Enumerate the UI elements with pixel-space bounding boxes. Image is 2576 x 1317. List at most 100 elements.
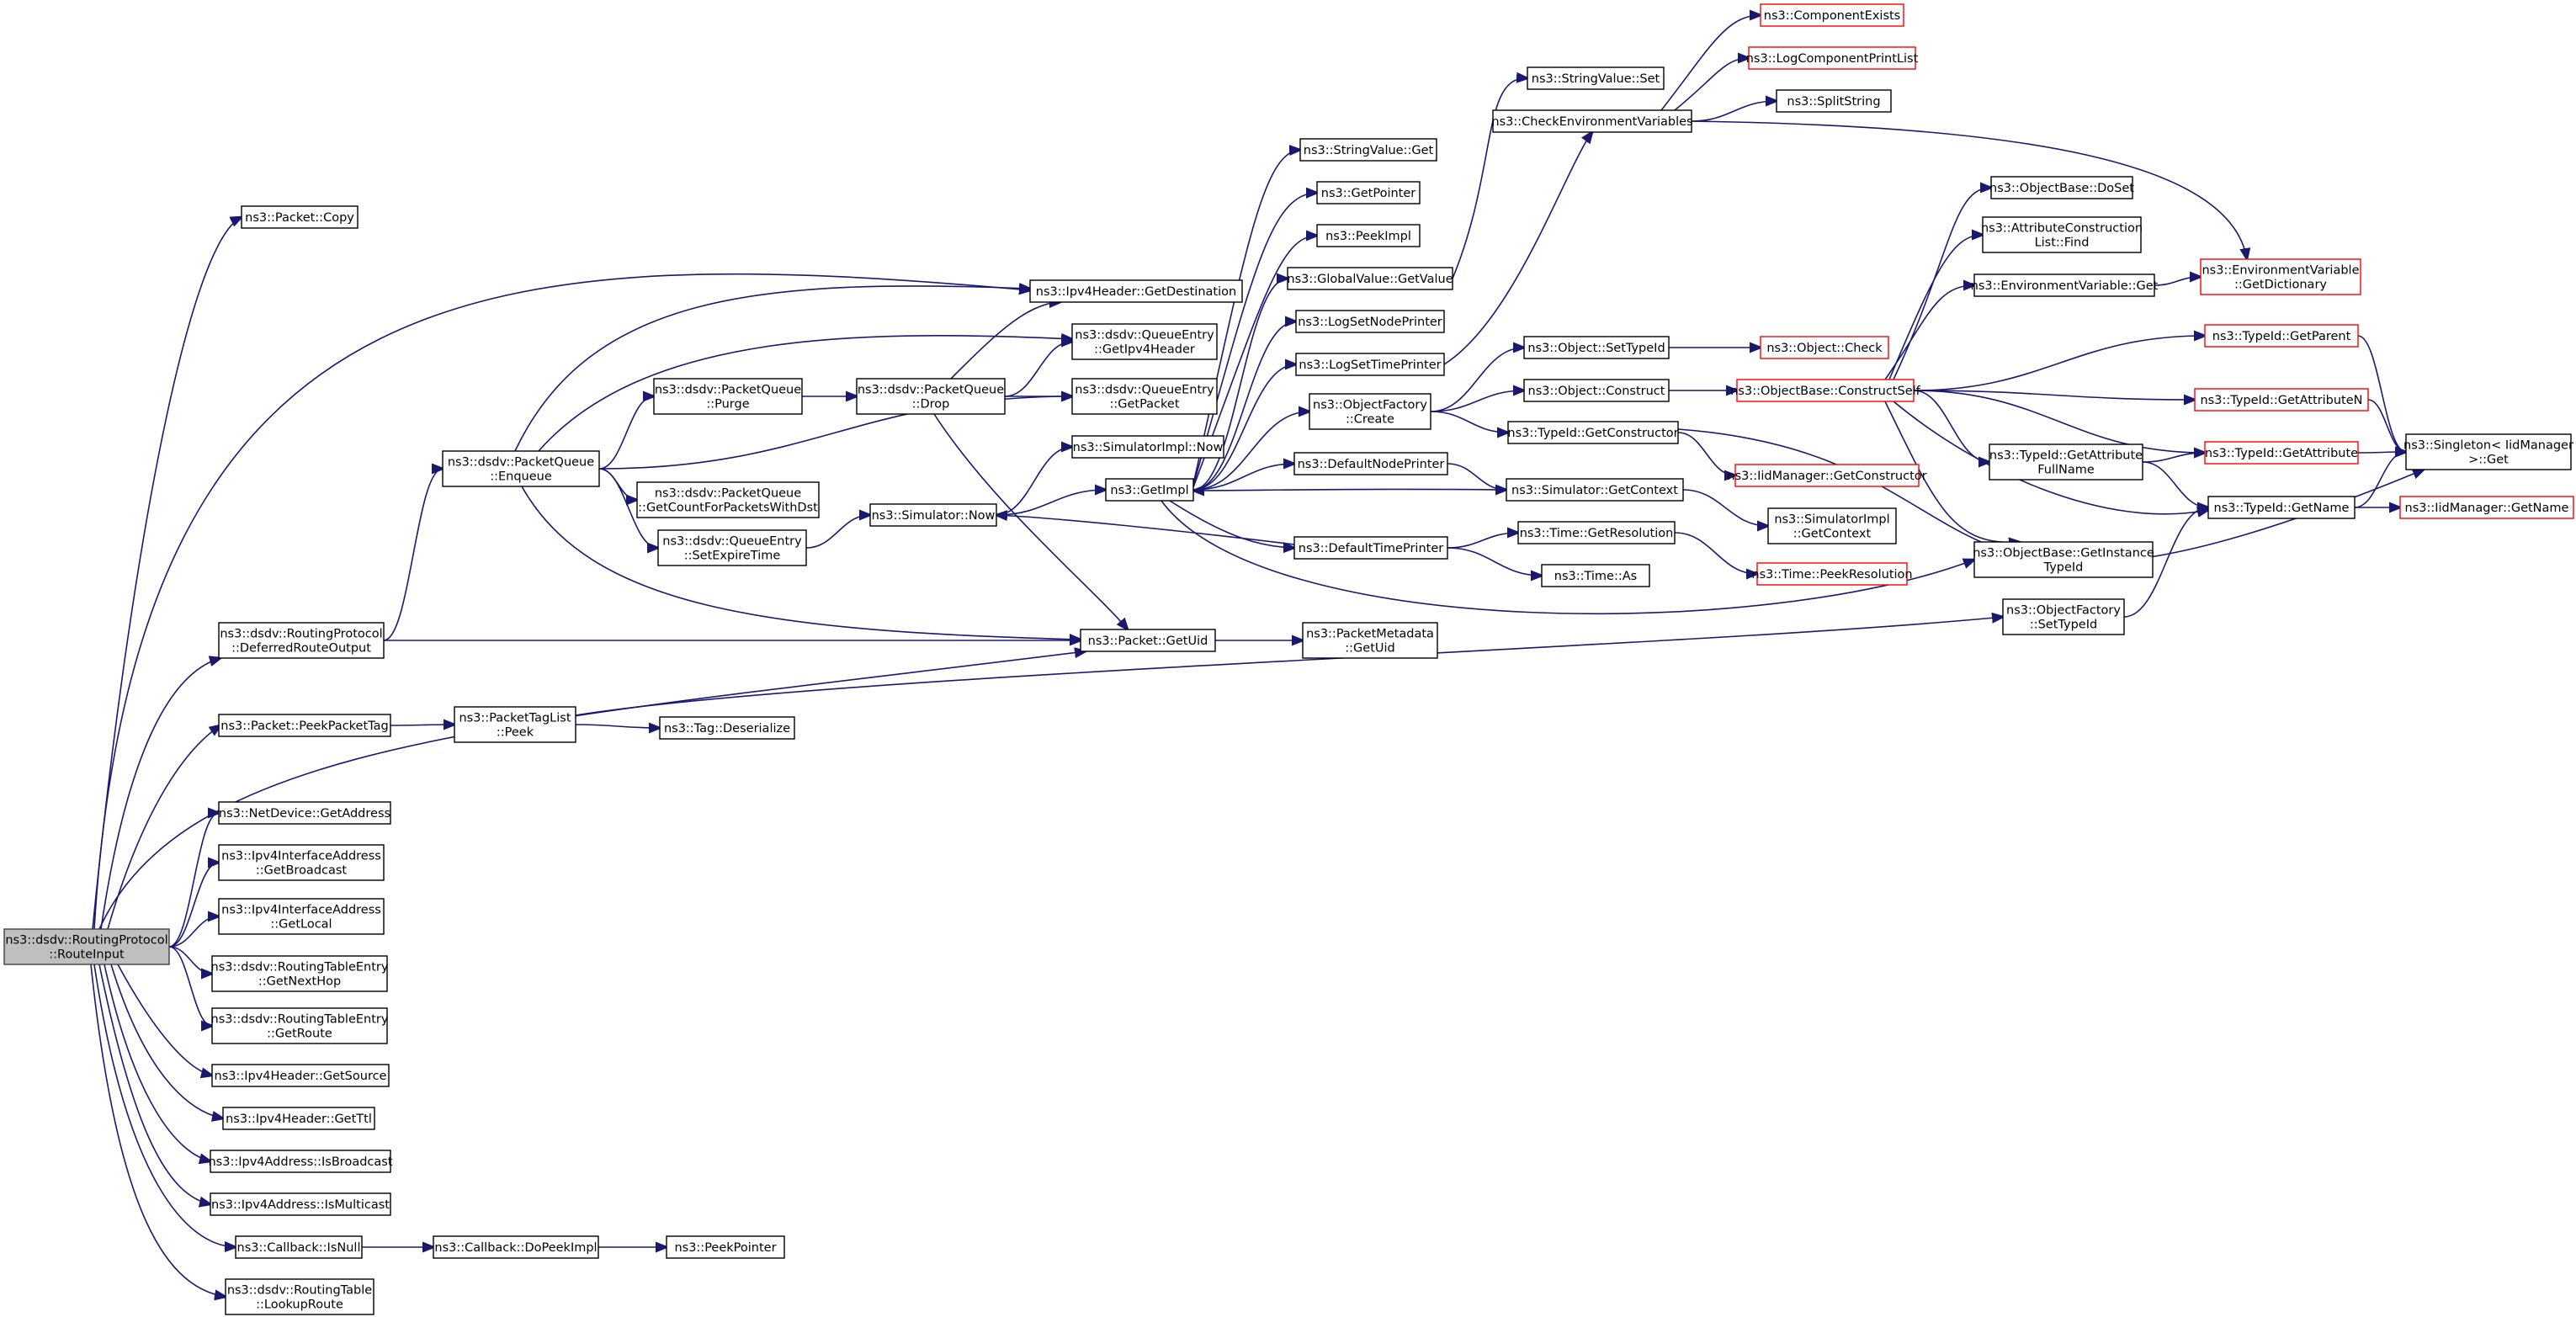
node-label: ns3::Object::Check xyxy=(1766,342,1883,355)
call-edge xyxy=(521,486,1081,640)
function-node[interactable]: ns3::Ipv4InterfaceAddress::GetLocal xyxy=(218,898,385,935)
function-node[interactable]: ns3::Packet::PeekPacketTag xyxy=(218,714,391,737)
function-node[interactable]: ns3::Simulator::Now xyxy=(869,503,997,527)
node-label: ns3::dsdv::RoutingTableEntry xyxy=(211,961,389,974)
root-node[interactable]: ns3::dsdv::RoutingProtocol::RouteInput xyxy=(3,928,170,965)
function-node[interactable]: ns3::dsdv::RoutingTable::LookupRoute xyxy=(225,1278,374,1315)
function-node[interactable]: ns3::Time::GetResolution xyxy=(1517,521,1676,544)
function-node[interactable]: ns3::dsdv::RoutingProtocol::DeferredRout… xyxy=(218,622,385,659)
function-node[interactable]: ns3::Object::Check xyxy=(1760,336,1889,359)
call-edge-group xyxy=(1192,412,1309,491)
function-node[interactable]: ns3::Singleton< IidManager>::Get xyxy=(2403,433,2573,470)
function-node[interactable]: ns3::ObjectBase::DoSet xyxy=(1989,176,2134,199)
node-label: ns3::dsdv::QueueEntry xyxy=(662,535,802,549)
function-node[interactable]: ns3::dsdv::QueueEntry::SetExpireTime xyxy=(657,529,807,566)
node-box xyxy=(210,1192,391,1216)
node-label: ::GetUid xyxy=(1345,642,1394,656)
function-node[interactable]: ns3::EnvironmentVariable::GetDictionary xyxy=(2200,258,2361,295)
function-node[interactable]: ns3::dsdv::PacketQueue::Drop xyxy=(856,378,1006,415)
function-node[interactable]: ns3::Object::SetTypeId xyxy=(1523,336,1670,359)
function-node[interactable]: ns3::dsdv::PacketQueue::GetCountForPacke… xyxy=(636,481,820,518)
function-node[interactable]: ns3::TypeId::GetName xyxy=(2207,496,2356,519)
function-node[interactable]: ns3::Time::As xyxy=(1541,564,1650,587)
call-edge-group xyxy=(98,651,1086,930)
function-node[interactable]: ns3::dsdv::PacketQueue::Purge xyxy=(653,378,803,415)
function-node[interactable]: ns3::Ipv4Address::IsBroadcast xyxy=(208,1150,393,1173)
function-node[interactable]: ns3::Time::PeekResolution xyxy=(1751,562,1913,586)
call-edge-group xyxy=(575,617,2003,716)
call-edge-group xyxy=(1430,348,1524,412)
node-box xyxy=(218,714,391,737)
function-node[interactable]: ns3::StringValue::Get xyxy=(1299,138,1437,162)
function-node[interactable]: ns3::dsdv::RoutingTableEntry::GetNextHop xyxy=(211,955,389,992)
call-edge-group xyxy=(2357,452,2406,453)
function-node[interactable]: ns3::DefaultNodePrinter xyxy=(1293,452,1448,475)
call-edge-group xyxy=(1193,489,1507,491)
function-node[interactable]: ns3::Ipv4Header::GetDestination xyxy=(1029,279,1243,303)
call-edge xyxy=(575,725,660,728)
node-box xyxy=(1523,336,1670,359)
node-label: ns3::dsdv::RoutingProtocol xyxy=(220,628,382,641)
node-label: ns3::LogComponentPrintList xyxy=(1746,52,1919,66)
function-node[interactable]: ns3::TypeId::GetConstructor xyxy=(1507,421,1679,444)
call-edge xyxy=(1677,432,1735,475)
function-node[interactable]: ns3::Ipv4Header::GetSource xyxy=(211,1064,390,1087)
function-node[interactable]: ns3::NetDevice::GetAddress xyxy=(218,801,391,825)
function-node[interactable]: ns3::IidManager::GetName xyxy=(2399,496,2574,519)
function-node[interactable]: ns3::Ipv4Header::GetTtl xyxy=(222,1107,375,1130)
function-node[interactable]: ns3::ObjectFactory::SetTypeId xyxy=(2002,598,2125,635)
function-node[interactable]: ns3::Ipv4InterfaceAddress::GetBroadcast xyxy=(218,844,385,881)
function-node[interactable]: ns3::SimulatorImpl::GetContext xyxy=(1767,507,1897,544)
function-node[interactable]: ns3::dsdv::PacketQueue::Enqueue xyxy=(442,450,600,487)
function-node[interactable]: ns3::PacketTagList::Peek xyxy=(454,706,576,743)
function-node[interactable]: ns3::Packet::GetUid xyxy=(1080,629,1216,652)
function-node[interactable]: ns3::dsdv::QueueEntry::GetPacket xyxy=(1071,378,1218,415)
function-node[interactable]: ns3::GlobalValue::GetValue xyxy=(1287,267,1453,290)
function-node[interactable]: ns3::ObjectBase::ConstructSelf xyxy=(1730,379,1921,402)
function-node[interactable]: ns3::LogSetTimePrinter xyxy=(1295,353,1445,376)
call-edge xyxy=(168,916,219,948)
function-node[interactable]: ns3::SplitString xyxy=(1776,89,1892,113)
function-node[interactable]: ns3::Simulator::GetContext xyxy=(1506,478,1684,502)
function-node[interactable]: ns3::TypeId::GetAttribute xyxy=(2204,441,2359,465)
function-node[interactable]: ns3::Callback::IsNull xyxy=(235,1235,363,1259)
node-box xyxy=(218,844,385,881)
call-edge xyxy=(1691,120,2247,259)
function-node[interactable]: ns3::TypeId::GetAttributeN xyxy=(2194,388,2369,412)
function-node[interactable]: ns3::PeekImpl xyxy=(1316,224,1421,247)
call-edge xyxy=(598,468,658,548)
node-box xyxy=(1748,46,1916,70)
function-node[interactable]: ns3::PeekPointer xyxy=(666,1235,785,1259)
function-node[interactable]: ns3::IidManager::GetConstructor xyxy=(1727,464,1927,487)
function-node[interactable]: ns3::CheckEnvironmentVariables xyxy=(1491,109,1693,133)
function-node[interactable]: ns3::dsdv::RoutingTableEntry::GetRoute xyxy=(211,1007,389,1044)
function-node[interactable]: ns3::Callback::DoPeekImpl xyxy=(433,1235,599,1259)
function-node[interactable]: ns3::Packet::Copy xyxy=(241,205,359,229)
node-label: ns3::PacketTagList xyxy=(459,712,571,725)
function-node[interactable]: ns3::EnvironmentVariable::Get xyxy=(1971,273,2159,297)
call-edge-group xyxy=(1192,464,1294,491)
function-node[interactable]: ns3::LogComponentPrintList xyxy=(1746,46,1919,70)
call-edge xyxy=(98,651,1086,930)
function-node[interactable]: ns3::ComponentExists xyxy=(1760,3,1904,27)
function-node[interactable]: ns3::GetImpl xyxy=(1105,478,1194,502)
function-node[interactable]: ns3::SimulatorImpl::Now xyxy=(1071,435,1224,459)
function-node[interactable]: ns3::DefaultTimePrinter xyxy=(1293,536,1448,560)
function-node[interactable]: ns3::LogSetNodePrinter xyxy=(1295,310,1445,333)
call-edge-group xyxy=(598,468,658,548)
node-box xyxy=(218,801,391,825)
function-node[interactable]: ns3::Tag::Deserialize xyxy=(659,716,795,740)
function-node[interactable]: ns3::dsdv::QueueEntry::GetIpv4Header xyxy=(1071,323,1218,360)
function-node[interactable]: ns3::Ipv4Address::IsMulticast xyxy=(210,1192,391,1216)
function-node[interactable]: ns3::Object::Construct xyxy=(1523,379,1670,402)
function-node[interactable]: ns3::GetPointer xyxy=(1316,181,1421,204)
function-node[interactable]: ns3::PacketMetadata::GetUid xyxy=(1302,622,1438,659)
function-node[interactable]: ns3::TypeId::GetParent xyxy=(2204,324,2359,348)
call-edge-group xyxy=(1192,364,1296,491)
node-box xyxy=(442,450,600,487)
function-node[interactable]: ns3::ObjectFactory::Create xyxy=(1309,393,1431,430)
function-node[interactable]: ns3::StringValue::Set xyxy=(1527,66,1665,90)
